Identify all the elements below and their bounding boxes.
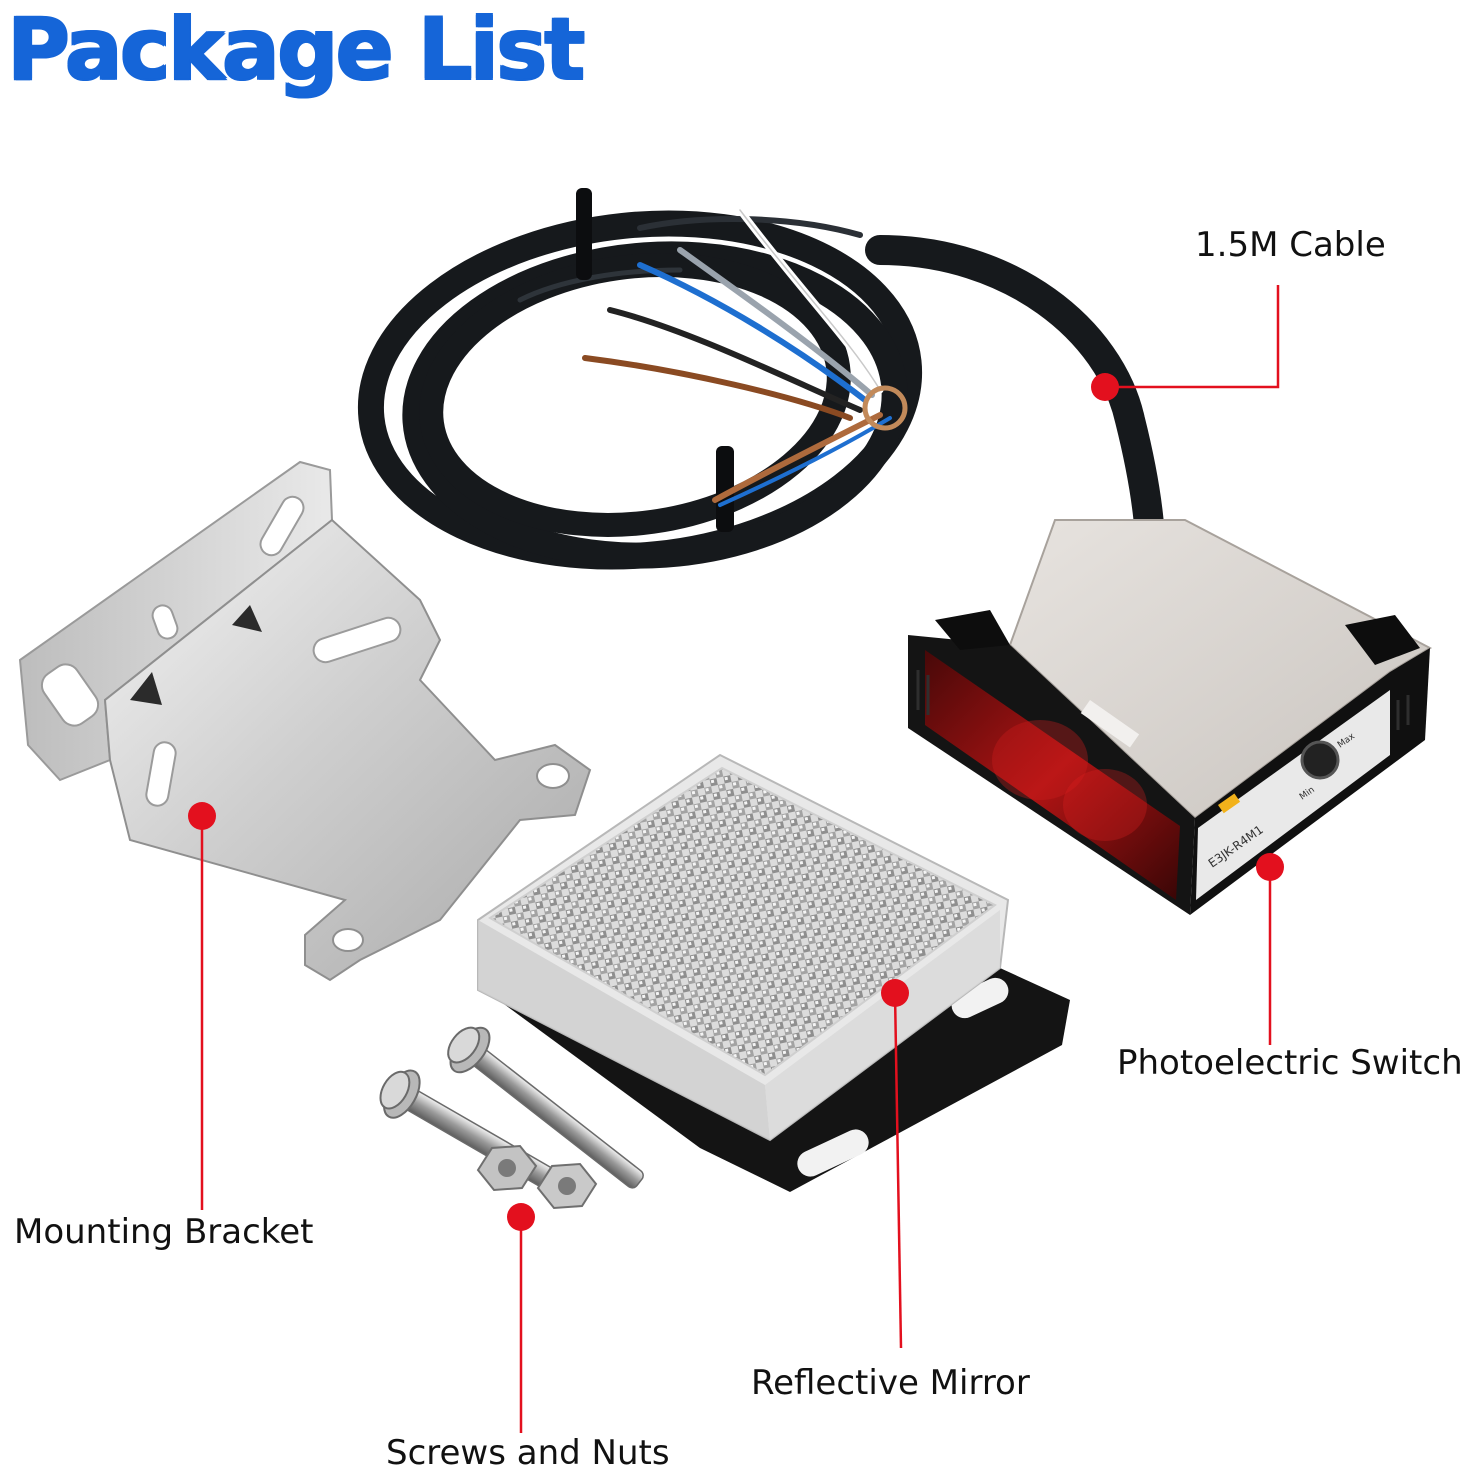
- reflective-mirror: [477, 753, 1070, 1192]
- callout-dot-cable: [1091, 373, 1119, 401]
- cable-ties: [576, 188, 734, 532]
- callout-dot-switch: [1256, 853, 1284, 881]
- callout-dot-bracket: [188, 802, 216, 830]
- photoelectric-switch-body: [908, 519, 1433, 915]
- callout-lines: [200, 285, 1280, 1433]
- label-screws-and-nuts: Screws and Nuts: [386, 1433, 670, 1473]
- label-mounting-bracket: Mounting Bracket: [14, 1212, 314, 1252]
- label-cable: 1.5M Cable: [1195, 225, 1386, 265]
- cable-wires: [582, 206, 908, 507]
- callout-dots: [188, 373, 1284, 1231]
- label-reflective-mirror: Reflective Mirror: [751, 1363, 1030, 1403]
- switch-vents: [916, 670, 1410, 730]
- mounting-bracket: [18, 460, 592, 982]
- callout-dot-mirror: [881, 979, 909, 1007]
- page-title: Package List: [6, 0, 584, 99]
- screws-and-nuts: [379, 1026, 644, 1210]
- callout-dot-screws: [507, 1203, 535, 1231]
- label-photoelectric-switch: Photoelectric Switch: [1117, 1043, 1460, 1083]
